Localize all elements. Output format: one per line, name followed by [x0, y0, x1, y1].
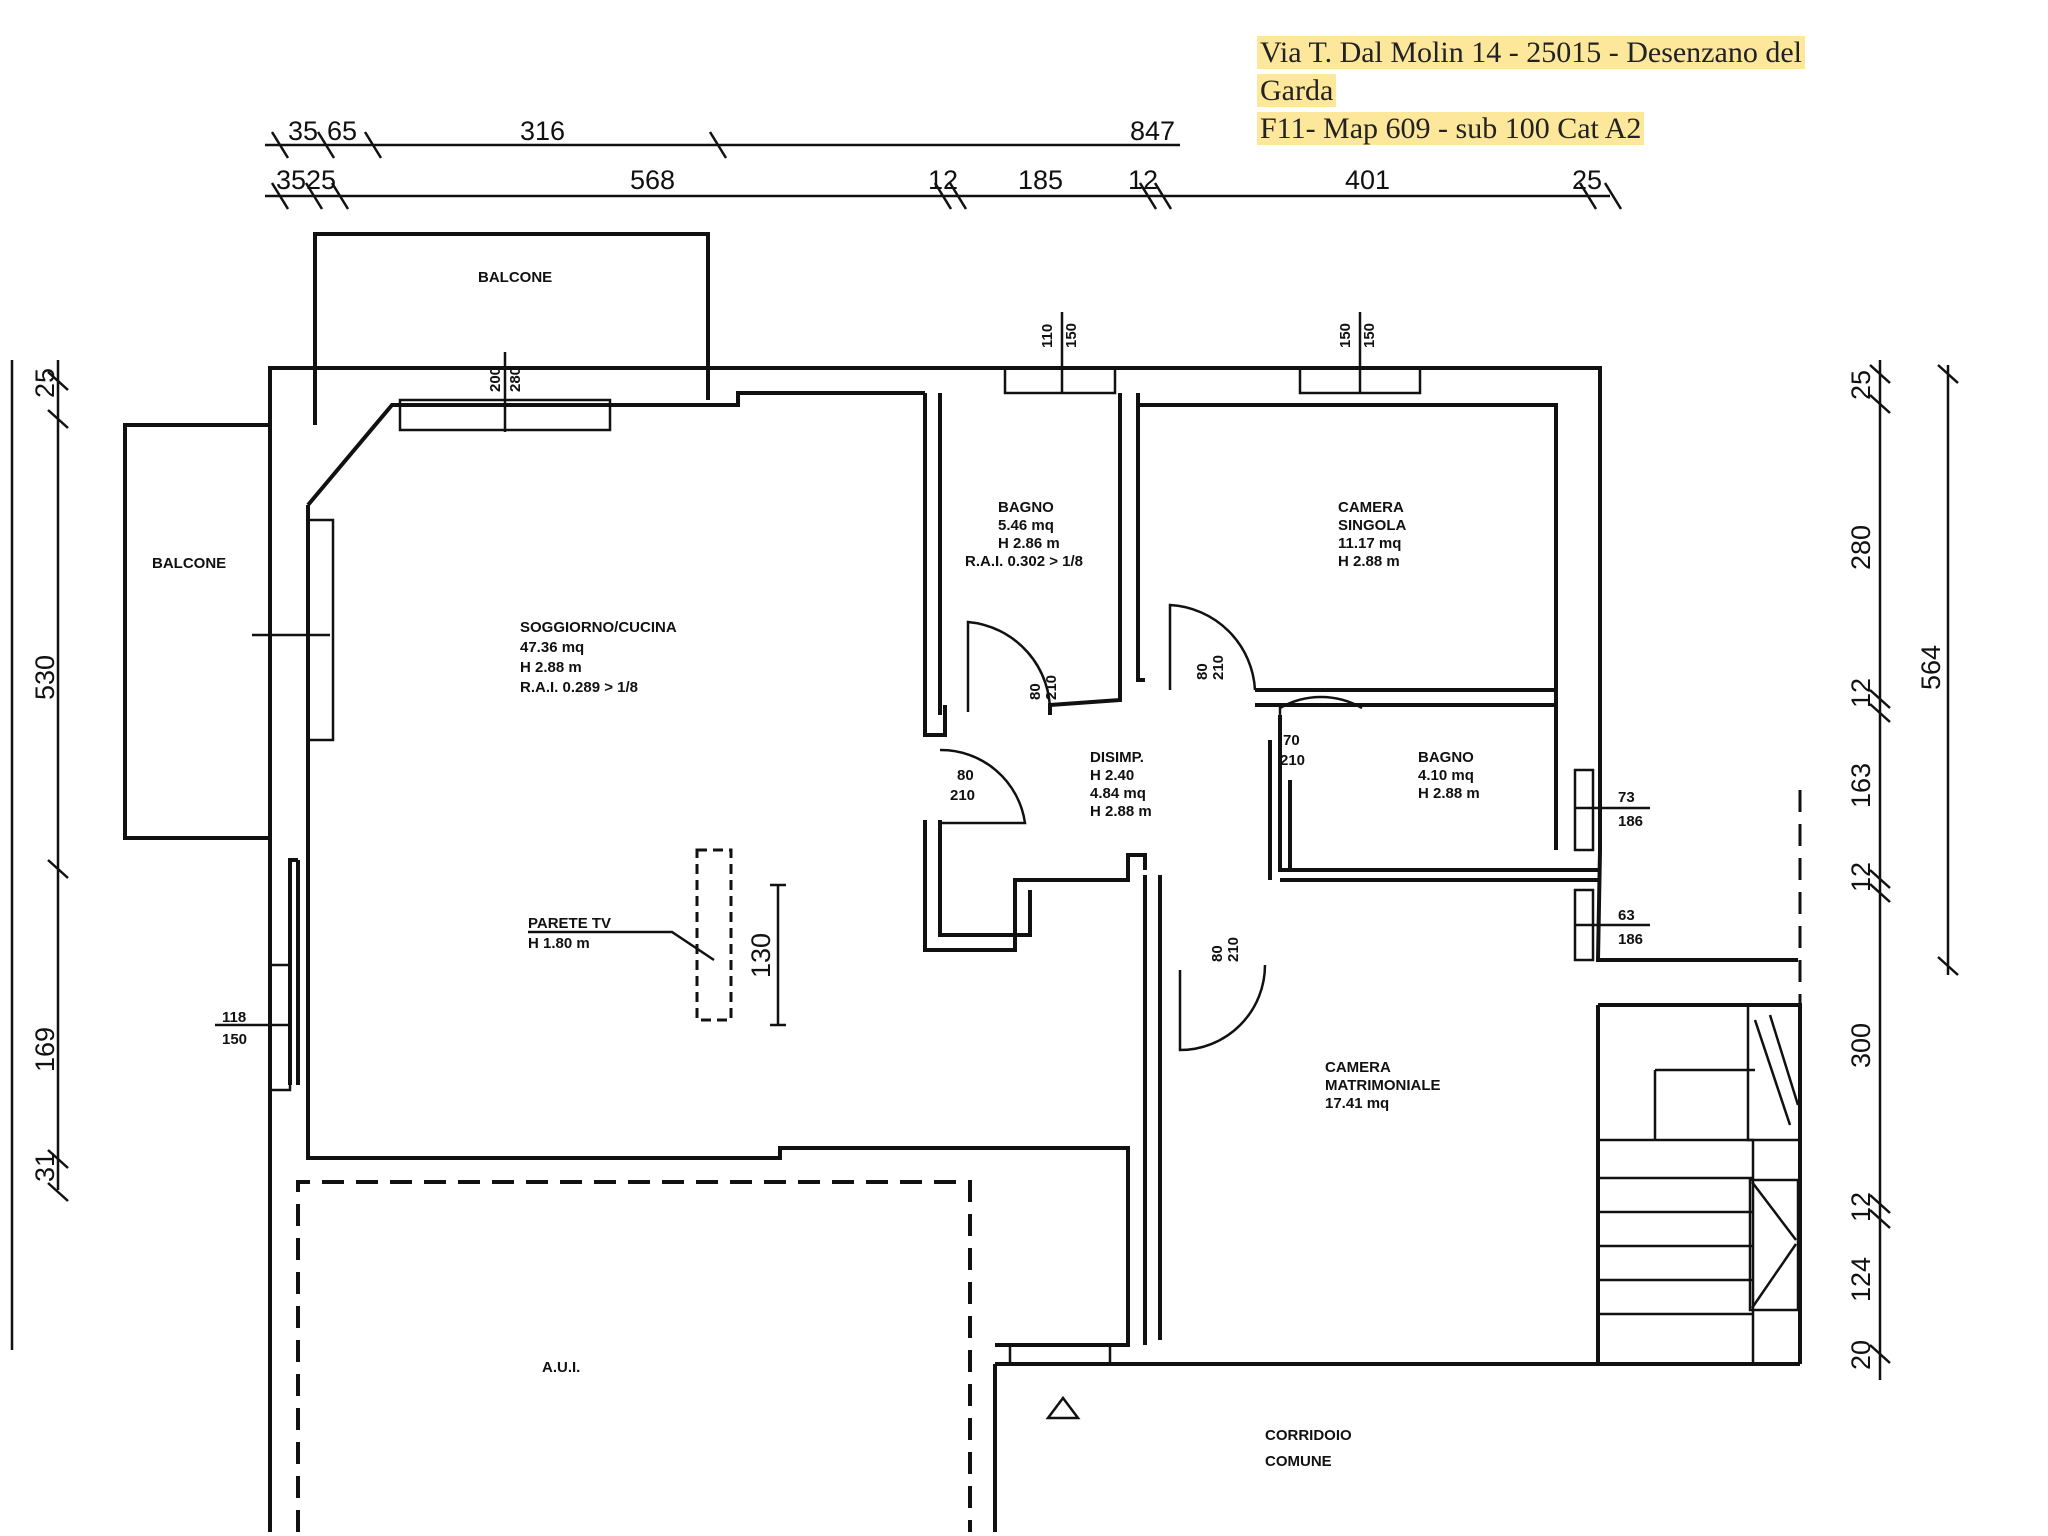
dim-left-169: 169: [30, 1027, 60, 1072]
entrance-marker: [1045, 1395, 1081, 1420]
dim-right-total-564: 564: [1916, 645, 1946, 690]
camera-singola-name: CAMERA: [1338, 499, 1404, 516]
door1-width: 80: [1027, 683, 1044, 700]
address-block: Via T. Dal Molin 14 - 25015 - Desenzano …: [1257, 34, 1805, 148]
dim-top-65: 65: [327, 116, 357, 146]
dim-top-3525: 3525: [276, 165, 336, 195]
dim-right-280: 280: [1846, 525, 1876, 570]
bagno1-rai: R.A.I. 0.302 > 1/8: [965, 553, 1083, 570]
aui-label: A.U.I.: [542, 1359, 580, 1376]
tv-wall-dim: 130: [746, 933, 776, 978]
dim-right-20: 20: [1846, 1340, 1876, 1370]
bagno2-name: BAGNO: [1418, 749, 1474, 766]
dim-top-35: 35: [288, 116, 318, 146]
window3-width: 73: [1618, 789, 1635, 806]
dim-right-124: 124: [1846, 1257, 1876, 1302]
dim-top-25: 25: [1572, 165, 1602, 195]
tv-wall: 130: [528, 848, 786, 1027]
soggiorno-area: 47.36 mq: [520, 639, 584, 656]
dim-top-12b: 12: [1128, 165, 1158, 195]
room-labels: SOGGIORNO/CUCINA 47.36 mq H 2.88 m R.A.I…: [520, 499, 1480, 1470]
window6-width: 200: [487, 367, 504, 392]
stairs: [1596, 790, 1802, 1366]
door4-height: 210: [1280, 752, 1305, 769]
bagno1-name: BAGNO: [998, 499, 1054, 516]
camera-singola-height: H 2.88 m: [1338, 553, 1400, 570]
parete-tv-height: H 1.80 m: [528, 935, 590, 952]
balcony-top: BALCONE: [313, 232, 710, 425]
balcony-left-label: BALCONE: [152, 555, 226, 572]
dim-top-401: 401: [1345, 165, 1390, 195]
dim-right-12c: 12: [1846, 1192, 1876, 1222]
soggiorno-name: SOGGIORNO/CUCINA: [520, 619, 677, 636]
window5-height: 150: [222, 1031, 247, 1048]
disimp-name: DISIMP.: [1090, 749, 1144, 766]
soggiorno-rai: R.A.I. 0.289 > 1/8: [520, 679, 638, 696]
interior-walls: [923, 393, 1598, 1345]
soggiorno-height: H 2.88 m: [520, 659, 582, 676]
cadastral-reference: F11- Map 609 - sub 100 Cat A2: [1257, 112, 1645, 145]
dim-top-316: 316: [520, 116, 565, 146]
door2-height: 210: [1210, 655, 1227, 680]
camera-matrimoniale-name2: MATRIMONIALE: [1325, 1077, 1441, 1094]
camera-matrimoniale-name: CAMERA: [1325, 1059, 1391, 1076]
camera-matrimoniale-area: 17.41 mq: [1325, 1095, 1389, 1112]
window1-height: 150: [1063, 323, 1080, 348]
door3-height: 210: [950, 787, 975, 804]
corridoio-name2: COMUNE: [1265, 1453, 1332, 1470]
dim-top-568: 568: [630, 165, 675, 195]
camera-singola-name2: SINGOLA: [1338, 517, 1407, 534]
disimp-h1: H 2.40: [1090, 767, 1134, 784]
dim-top-12a: 12: [928, 165, 958, 195]
door5-height: 210: [1225, 937, 1242, 962]
bagno2-height: H 2.88 m: [1418, 785, 1480, 802]
dim-right-300: 300: [1846, 1023, 1876, 1068]
window2-width: 150: [1337, 323, 1354, 348]
door5-width: 80: [1209, 945, 1226, 962]
camera-singola-area: 11.17 mq: [1338, 535, 1401, 552]
dim-right-12b: 12: [1846, 862, 1876, 892]
dim-top-847: 847: [1130, 116, 1175, 146]
bagno1-area: 5.46 mq: [998, 517, 1054, 534]
bagno1-height: H 2.86 m: [998, 535, 1060, 552]
window2-height: 150: [1361, 323, 1378, 348]
window4-height: 186: [1618, 931, 1643, 948]
door1-height: 210: [1043, 675, 1060, 700]
dim-left-31: 31: [30, 1152, 60, 1182]
window3-height: 186: [1618, 813, 1643, 830]
door4-width: 70: [1283, 732, 1300, 749]
window1-width: 110: [1039, 324, 1056, 348]
left-dimensions: 25 530 169 31: [10, 360, 69, 1350]
bagno2-area: 4.10 mq: [1418, 767, 1474, 784]
address-line-1: Via T. Dal Molin 14 - 25015 - Desenzano …: [1257, 36, 1805, 69]
corridoio-name: CORRIDOIO: [1265, 1427, 1352, 1444]
right-dimensions: 25 280 12 163 12 300 12 124 20 564: [1846, 360, 1959, 1380]
dim-right-25: 25: [1846, 370, 1876, 400]
disimp-area: 4.84 mq: [1090, 785, 1146, 802]
balcony-top-label: BALCONE: [478, 269, 552, 286]
dim-right-12a: 12: [1846, 678, 1876, 708]
window6-height: 280: [507, 367, 524, 392]
window5-width: 118: [222, 1009, 246, 1026]
address-line-2: Garda: [1257, 74, 1337, 107]
dim-left-25: 25: [30, 368, 60, 398]
aui-area: A.U.I.: [296, 1180, 972, 1532]
parete-tv-name: PARETE TV: [528, 915, 611, 932]
balcony-left: BALCONE: [123, 423, 270, 840]
disimp-h2: H 2.88 m: [1090, 803, 1152, 820]
dim-top-185: 185: [1018, 165, 1063, 195]
door3-width: 80: [957, 767, 974, 784]
doors: 80 210 80 210 80 210 70 210 80 210: [939, 603, 1363, 1052]
dim-right-163: 163: [1846, 763, 1876, 808]
top-dimensions: 35 65 316 847 3525 568 12 185 12 401 25: [265, 116, 1623, 210]
door2-width: 80: [1194, 663, 1211, 680]
dim-left-530: 530: [30, 655, 60, 700]
windows: 110 150 150 150 200 280 73 186 63 186 11…: [215, 312, 1650, 1366]
window4-width: 63: [1618, 907, 1635, 924]
